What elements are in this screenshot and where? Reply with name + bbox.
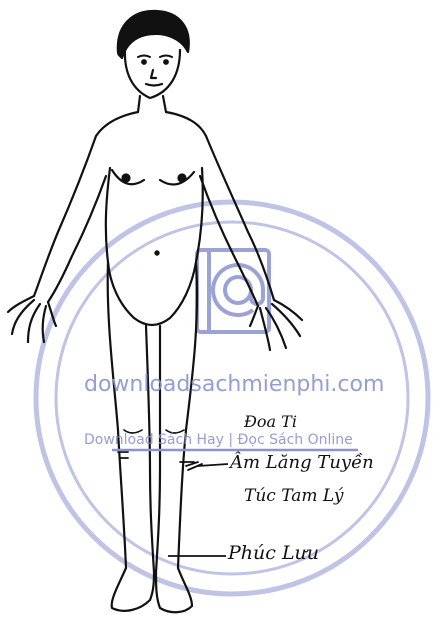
label-tu-tam-ly: Túc Tam Lý	[244, 486, 344, 506]
left-arm-inner	[48, 176, 106, 302]
left-shoulder	[96, 112, 138, 136]
right-foot	[156, 568, 192, 612]
left-leg-outer	[108, 262, 126, 568]
label-doan-ti: Đoa Ti	[244, 412, 297, 431]
right-arm-inner	[200, 176, 258, 306]
right-hand	[250, 300, 302, 350]
left-hand	[8, 296, 56, 342]
label-am-lang-tuyen: Âm Lăng Tuyền	[230, 452, 374, 473]
watermark-site: downloadsachmienphi.com	[84, 372, 384, 397]
pelvis	[134, 318, 170, 325]
hair	[118, 11, 189, 58]
watermark-tagline: Download Sách Hay | Đọc Sách Online	[84, 432, 353, 448]
right-shoulder	[166, 112, 206, 136]
torso-left	[106, 168, 134, 318]
left-foot	[112, 568, 154, 611]
label-phuc-luu: Phúc Lưu	[228, 542, 319, 564]
right-leg-outer	[178, 262, 197, 568]
